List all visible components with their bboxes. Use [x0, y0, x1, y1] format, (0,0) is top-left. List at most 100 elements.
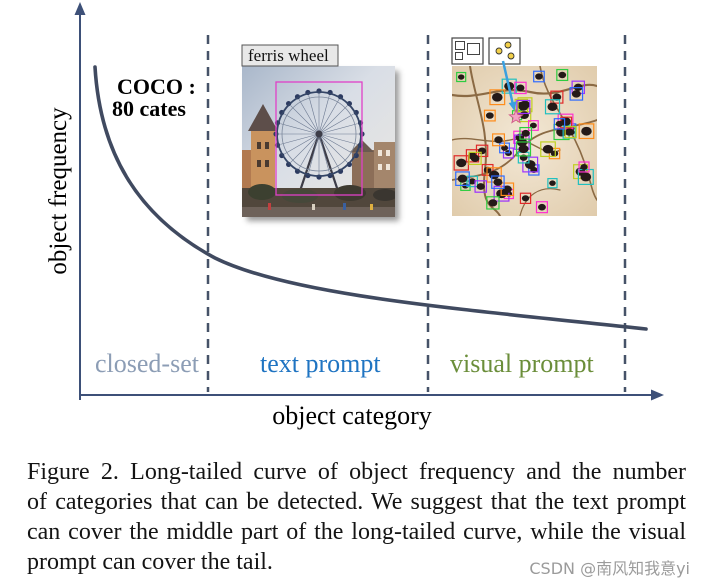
wheel-spoke [318, 133, 348, 163]
object-blob [580, 163, 588, 170]
detected-object [547, 178, 558, 189]
person [343, 203, 346, 210]
wheel-spoke [318, 133, 330, 173]
object-bounding-box [535, 201, 548, 214]
detected-object [456, 71, 467, 83]
person [312, 204, 315, 210]
point-prompt-icon [488, 37, 521, 65]
wheel-spoke [290, 133, 320, 163]
point-prompt-icon-dot [507, 52, 515, 60]
object-blob [470, 154, 480, 162]
object-bounding-box [483, 109, 496, 122]
tree [334, 185, 366, 201]
object-bounding-box [468, 151, 482, 165]
wheel-spoke [318, 133, 340, 169]
object-bounding-box [489, 89, 506, 106]
caption-line: of categories that can be detected. We s… [27, 489, 686, 515]
detected-object [569, 87, 584, 101]
detected-object [483, 109, 496, 122]
wheel-spoke [318, 99, 340, 135]
wheel-spoke [284, 133, 320, 155]
long-tail-figure: COCO : 80 cates object frequency object … [45, 2, 664, 430]
object-bounding-box [453, 155, 470, 171]
detected-object [540, 141, 556, 158]
ferris-wheel-hub [315, 130, 323, 138]
object-blob [555, 120, 564, 127]
tower-window [265, 160, 269, 167]
tree [282, 189, 318, 203]
object-blob [552, 93, 562, 101]
detected-object [519, 192, 532, 205]
object-blob [492, 92, 503, 102]
object-blob [456, 158, 467, 168]
object-bounding-box [516, 99, 531, 114]
detected-object [533, 70, 545, 83]
region-label-visual-prompt: visual prompt [450, 349, 594, 378]
wheel-spoke [280, 133, 320, 145]
detected-objects [453, 68, 595, 214]
object-blob [580, 172, 592, 182]
person [268, 203, 271, 210]
object-blob [549, 180, 556, 186]
object-blob [518, 144, 529, 154]
object-blob [535, 73, 543, 80]
detected-object [544, 99, 561, 115]
detected-object [522, 156, 539, 173]
visual-prompt-example [451, 37, 597, 216]
detected-object [535, 201, 548, 214]
detected-object [553, 118, 566, 130]
object-blob [493, 178, 503, 186]
object-bounding-box [548, 147, 561, 160]
detected-object [527, 120, 539, 131]
object-bounding-box [578, 123, 595, 140]
detected-object [578, 123, 595, 140]
object-blob [457, 174, 468, 183]
text-prompt-example: ferris wheel [241, 44, 399, 221]
wheel-spoke [308, 95, 320, 135]
wheel-spoke [318, 113, 354, 135]
object-blob [488, 199, 498, 207]
detected-object [468, 151, 482, 165]
box-prompt-icon-box [455, 52, 463, 60]
detected-object [466, 175, 479, 188]
person [370, 204, 373, 210]
text-prompt-tag-box [241, 44, 339, 67]
wheel-support-right [317, 133, 340, 192]
figure-caption: Figure 2. Long-tailed curve of object fr… [27, 457, 686, 577]
object-bounding-box [540, 141, 556, 158]
tower-window [265, 142, 269, 149]
detected-object [486, 196, 500, 210]
object-bounding-box [569, 87, 584, 101]
ferris-wheel-bounding-box [275, 81, 363, 196]
visual-prompt-arrow-shaft [501, 60, 514, 103]
star-icon [508, 108, 524, 124]
object-blob [550, 150, 559, 157]
object-blob [501, 145, 509, 151]
text-prompt-tag: ferris wheel [248, 46, 329, 65]
object-blob [556, 127, 567, 137]
building-window [386, 150, 390, 156]
axes [74, 2, 664, 401]
x-axis-label: object category [272, 401, 432, 430]
y-axis-arrow [74, 2, 86, 15]
building-window [386, 164, 390, 170]
detected-object [474, 180, 488, 193]
region-label-text-prompt: text prompt [260, 349, 381, 378]
detected-object [491, 175, 505, 189]
building-right-tall [374, 142, 395, 196]
object-blob [485, 112, 494, 119]
object-blob [529, 122, 537, 129]
wheel-spoke [318, 133, 358, 145]
castle-tower-roof [248, 104, 278, 131]
wheel-spoke [318, 123, 358, 135]
detected-object [548, 147, 561, 160]
caption-line: Figure 2. Long-tailed curve of object fr… [27, 459, 686, 485]
object-blob [562, 119, 571, 126]
object-bounding-box [466, 175, 479, 188]
branch [519, 188, 561, 216]
caption-line: prompt can cover the tail. [27, 549, 273, 575]
object-bounding-box [553, 118, 566, 130]
object-blob [571, 90, 581, 98]
tower-window [257, 142, 261, 149]
detected-object [492, 133, 505, 147]
